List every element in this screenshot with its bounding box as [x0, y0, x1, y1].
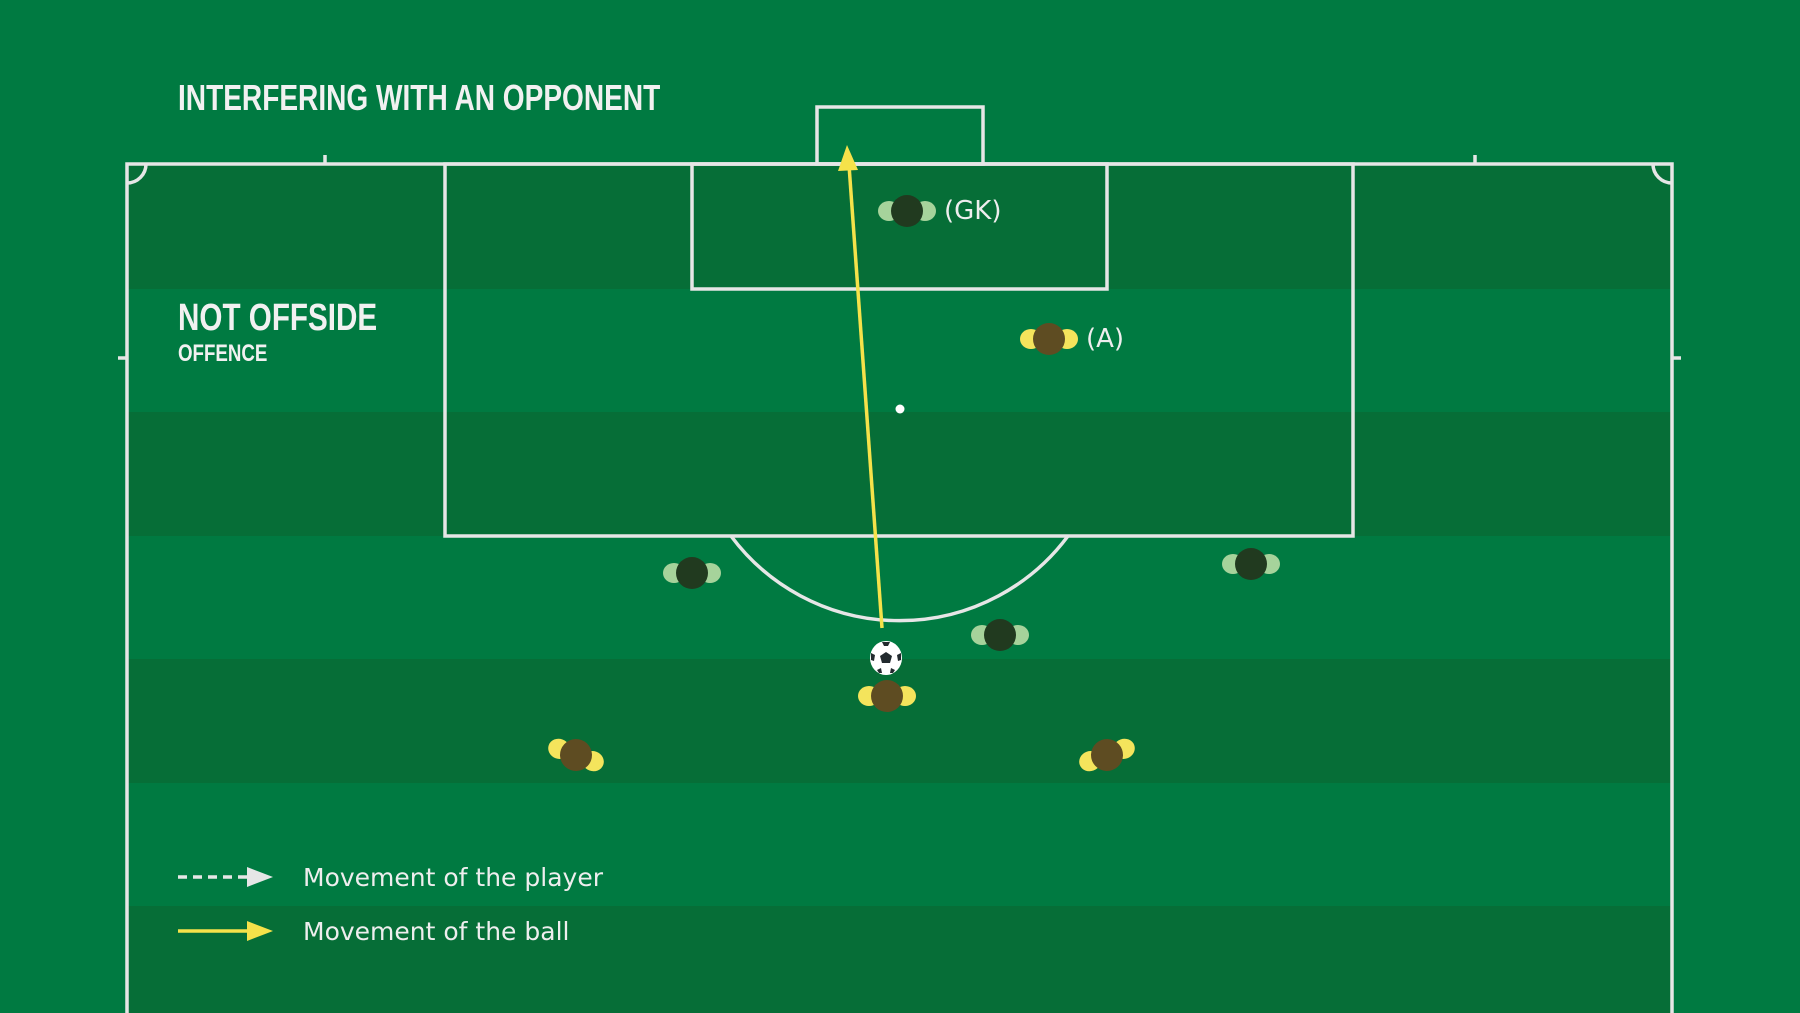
legend-player-movement: Movement of the player	[303, 863, 604, 892]
attacker-a-label: (A)	[1086, 324, 1124, 354]
defender	[1222, 548, 1280, 580]
defender	[971, 619, 1029, 651]
attacker	[1079, 738, 1135, 772]
goalkeeper-label: (GK)	[944, 196, 1001, 226]
attacking-team	[548, 323, 1135, 772]
penalty-arc	[729, 534, 1070, 623]
attacker	[548, 738, 604, 772]
verdict-sub: OFFENCE	[178, 340, 267, 367]
ball-movement-legend-icon	[178, 921, 273, 941]
football-icon	[870, 641, 902, 675]
pitch-stripes	[127, 164, 1672, 1013]
player-movement-legend-icon	[178, 867, 273, 887]
corner-arc-left	[126, 163, 148, 185]
diagram-title: INTERFERING WITH AN OPPONENT	[178, 78, 661, 118]
penalty-area	[443, 162, 1355, 538]
defender	[663, 557, 721, 589]
pitch-lines	[118, 105, 1681, 1013]
corner-arc-right	[1651, 163, 1673, 185]
penalty-spot	[895, 404, 905, 414]
defending-team	[663, 195, 1280, 651]
attacker-a	[1020, 323, 1078, 355]
attacker-with-ball	[858, 680, 916, 712]
goalkeeper	[878, 195, 936, 227]
legend-ball-movement: Movement of the ball	[303, 917, 569, 946]
legend: Movement of the player Movement of the b…	[178, 863, 604, 946]
ball-movement-arrow	[838, 145, 884, 629]
verdict-main: NOT OFFSIDE	[178, 297, 377, 339]
